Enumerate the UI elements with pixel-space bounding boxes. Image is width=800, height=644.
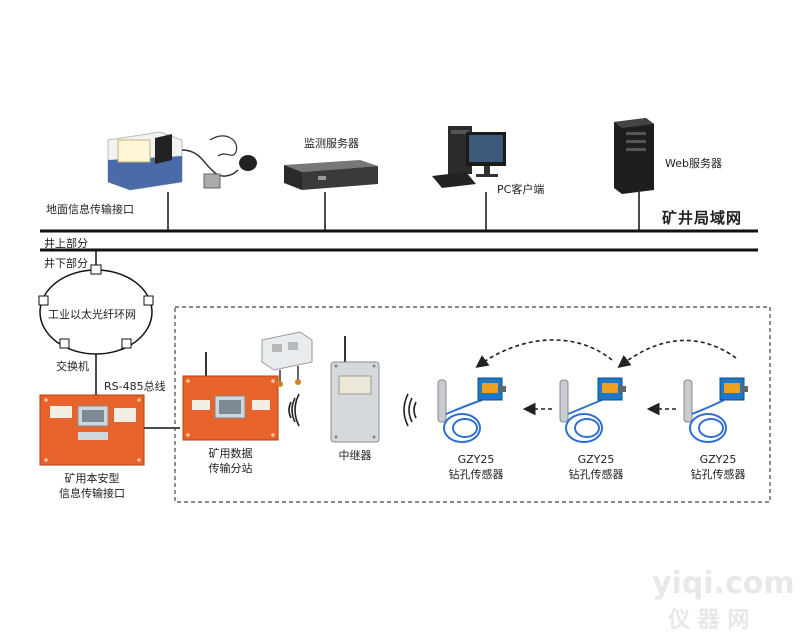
web-server-device — [614, 118, 654, 194]
wireless-signal-icon — [403, 393, 417, 427]
sensor-1-name: 钻孔传感器 — [448, 468, 504, 481]
watermark-line1: yiqi.com — [652, 566, 795, 601]
mine-lan-label: 矿井局域网 — [662, 209, 743, 227]
above-ground-label: 井上部分 — [44, 237, 88, 250]
ground-interface-label: 地面信息传输接口 — [46, 203, 134, 216]
junction-module — [261, 331, 313, 387]
ground-interface-device — [107, 131, 257, 191]
wireless-signal-icon — [288, 393, 300, 427]
sensor-1-model: GZY25 — [457, 453, 495, 466]
intrinsic-interface-device — [39, 394, 145, 466]
relay-arrows — [475, 339, 737, 416]
sensor-3-model: GZY25 — [699, 453, 737, 466]
watermark-line2: 仪 器 网 — [668, 608, 750, 633]
intrinsic-interface-label-line2: 信息传输接口 — [59, 487, 125, 500]
pc-client-device — [432, 126, 506, 188]
ring-network-label: 工业以太光纤环网 — [48, 308, 136, 321]
sensor-3-label: GZY25 钻孔传感器 — [678, 452, 758, 482]
intrinsic-interface-label-line1: 矿用本安型 — [64, 472, 120, 485]
substation-label-line1: 矿用数据 — [208, 447, 253, 460]
fiber-ring — [38, 250, 154, 372]
intrinsic-interface-label: 矿用本安型 信息传输接口 — [40, 471, 144, 501]
borehole-sensor-1 — [437, 377, 506, 443]
borehole-sensor-3 — [683, 377, 748, 443]
switch-label: 交换机 — [56, 360, 89, 373]
sensor-1-label: GZY25 钻孔传感器 — [436, 452, 516, 482]
repeater-device — [330, 336, 380, 443]
rs485-label: RS-485总线 — [104, 380, 166, 393]
below-ground-label: 井下部分 — [44, 257, 88, 270]
monitor-server-label: 监测服务器 — [304, 137, 359, 150]
sensor-3-name: 钻孔传感器 — [690, 468, 746, 481]
pc-client-label: PC客户端 — [497, 183, 545, 196]
repeater-label: 中继器 — [338, 449, 372, 462]
substation-label: 矿用数据 传输分站 — [183, 446, 278, 476]
substation-device — [182, 352, 279, 441]
borehole-sensor-2 — [559, 377, 626, 443]
sensor-2-label: GZY25 钻孔传感器 — [556, 452, 636, 482]
sensor-2-model: GZY25 — [577, 453, 615, 466]
wireless-subsystem-box — [174, 306, 771, 503]
sensor-2-name: 钻孔传感器 — [568, 468, 624, 481]
monitor-server-device — [284, 160, 378, 190]
substation-label-line2: 传输分站 — [208, 462, 253, 475]
web-server-label: Web服务器 — [665, 157, 722, 170]
